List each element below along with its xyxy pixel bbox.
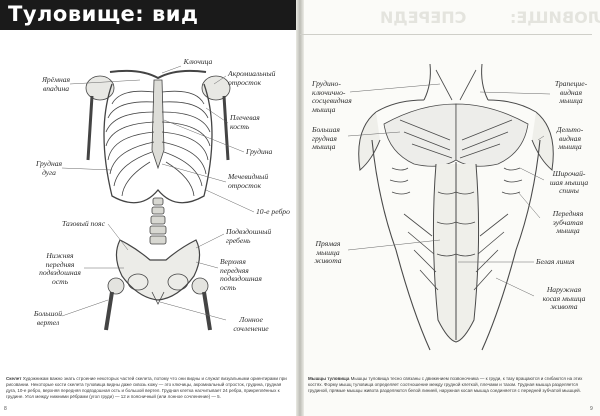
label-yaremnaya: Ярёмная впадина xyxy=(41,75,71,93)
page-title: Туловище: вид спереди xyxy=(8,2,199,50)
caption-right-text: Мышцы туловища тесно связаны с движением… xyxy=(308,376,583,393)
label-pryamaya: Прямая мышца живота xyxy=(314,239,342,265)
skeleton-leader-lines xyxy=(61,65,255,321)
caption-left-text: Художникам важно знать строение некоторы… xyxy=(6,376,287,399)
header-rule xyxy=(300,34,592,35)
label-grudina: Грудина xyxy=(246,147,273,156)
label-grudnaya-duga: Грудная дуга xyxy=(35,159,63,177)
caption-right-lead: Мышцы туловища xyxy=(308,376,350,381)
label-bolshoy-vertel: Большой вертел xyxy=(33,309,63,327)
label-tazovy-poyas: Тазовый пояс xyxy=(62,219,105,228)
page-number-left: 8 xyxy=(4,406,7,412)
label-grudino-klyuchichno: Грудино- ключично- сосцевидная мышца xyxy=(312,79,352,114)
label-belaya-liniya: Белая линия xyxy=(536,257,575,266)
label-shirochayshaya: Широчай- шая мышца спины xyxy=(549,169,589,195)
label-rib10: 10-е ребро xyxy=(256,207,290,216)
caption-left-lead: Скелет xyxy=(6,376,22,381)
label-podvzdoshny: Подвздошный гребень xyxy=(226,227,272,245)
label-klyuchitsa: Ключица xyxy=(183,57,213,66)
label-bolshaya-grudnaya: Большая грудная мышца xyxy=(312,125,340,151)
label-perednyaya-zubchataya: Передняя зубчатая мышца xyxy=(552,209,584,235)
title-bar: Туловище: вид спереди xyxy=(0,0,296,50)
label-mechevidny: Мечевидный отросток xyxy=(228,172,269,190)
label-deltovidnaya: Дельто- видная мышца xyxy=(556,125,584,151)
muscle-leader-lines xyxy=(347,83,551,297)
label-verkhnyaya-ost: Верхняя передняя подвздошная ость xyxy=(220,257,262,292)
caption-left: Скелет Художникам важно знать строение н… xyxy=(6,376,290,400)
label-naruzhnaya-kosaya: Наружная косая мышца живота xyxy=(542,285,586,311)
label-lonnoe: Лонное сочленение xyxy=(233,315,269,333)
muscle-illustration xyxy=(347,63,554,351)
label-acromion: Акромиальный отросток xyxy=(228,69,276,87)
label-plechevaya: Плечевая кость xyxy=(230,113,260,131)
label-nizhnyaya-ost: Нижняя передняя подвздошная ость xyxy=(39,251,81,286)
page-number-right: 9 xyxy=(590,406,593,412)
book-gutter xyxy=(296,0,304,416)
skeleton-illustration xyxy=(61,65,255,331)
caption-right: Мышцы туловища Мышцы туловища тесно связ… xyxy=(308,376,590,394)
label-trapetsievidnaya: Трапецие- видная мышца xyxy=(554,79,588,105)
muscle-drawing xyxy=(358,63,554,351)
left-page xyxy=(0,0,298,416)
